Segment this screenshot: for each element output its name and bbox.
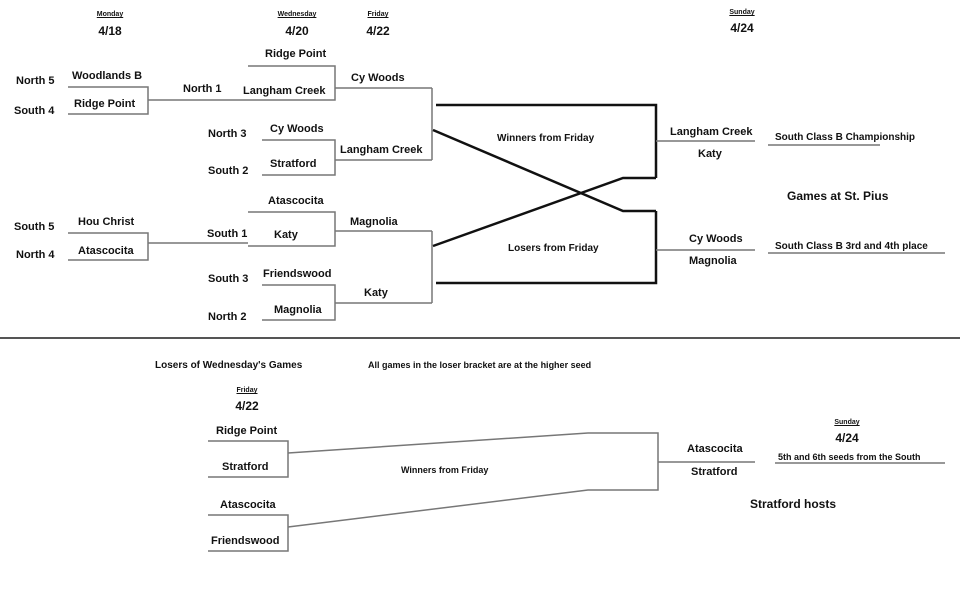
friday-team: Langham Creek	[340, 144, 423, 156]
sunday-team: Langham Creek	[670, 126, 753, 138]
sunday-label: Sunday	[729, 9, 755, 16]
wednesday-label: Wednesday	[277, 11, 317, 18]
loser-bracket-note: All games in the loser bracket are at th…	[368, 360, 592, 370]
friday-team: Cy Woods	[351, 72, 405, 84]
seed-north2: North 2	[208, 311, 247, 323]
sunday-team: Cy Woods	[689, 233, 743, 245]
loser-final-team: Atascocita	[687, 443, 743, 455]
venue-label: Games at St. Pius	[787, 189, 889, 203]
seed-north5: North 5	[16, 75, 55, 87]
seed-north1: North 1	[183, 83, 222, 95]
sunday-date: 4/24	[730, 21, 754, 35]
wednesday-team: Cy Woods	[270, 123, 324, 135]
monday-date: 4/18	[98, 24, 122, 38]
seed-south1: South 1	[207, 228, 248, 240]
third-place-label: South Class B 3rd and 4th place	[775, 241, 928, 252]
seed-south2: South 2	[208, 165, 249, 177]
monday-team: Woodlands B	[72, 70, 143, 82]
seed-south4: South 4	[14, 105, 55, 117]
loser-team: Ridge Point	[216, 425, 278, 437]
winners-from-friday-label: Winners from Friday	[497, 133, 595, 144]
friday-date: 4/22	[366, 24, 390, 38]
monday-team: Atascocita	[78, 245, 134, 257]
friday-label: Friday	[367, 11, 389, 18]
loser-final-label: 5th and 6th seeds from the South	[778, 452, 921, 462]
seed-north3: North 3	[208, 128, 247, 140]
sunday-team: Katy	[698, 148, 722, 160]
wednesday-team: Magnolia	[274, 304, 322, 316]
loser-sunday-label: Sunday	[834, 419, 860, 426]
seed-south5: South 5	[14, 221, 55, 233]
wednesday-team: Langham Creek	[243, 85, 326, 97]
sunday-team: Magnolia	[689, 255, 737, 267]
wednesday-team: Stratford	[270, 158, 317, 170]
monday-team: Ridge Point	[74, 98, 136, 110]
wednesday-team: Ridge Point	[265, 48, 327, 60]
wednesday-team: Katy	[274, 229, 298, 241]
loser-sunday-date: 4/24	[835, 431, 859, 445]
friday-team: Katy	[364, 287, 388, 299]
loser-team: Atascocita	[220, 499, 276, 511]
loser-team: Stratford	[222, 461, 269, 473]
loser-friday-label: Friday	[236, 387, 258, 394]
loser-friday-date: 4/22	[235, 399, 259, 413]
wednesday-date: 4/20	[285, 24, 309, 38]
championship-label: South Class B Championship	[775, 132, 916, 143]
monday-team: Hou Christ	[78, 216, 135, 228]
seed-south3: South 3	[208, 273, 249, 285]
seed-north4: North 4	[16, 249, 55, 261]
loser-bracket-title: Losers of Wednesday's Games	[155, 360, 303, 371]
wednesday-team: Atascocita	[268, 195, 324, 207]
loser-winners-label: Winners from Friday	[401, 465, 489, 475]
host-label: Stratford hosts	[750, 497, 837, 511]
loser-team: Friendswood	[211, 535, 280, 547]
wednesday-team: Friendswood	[263, 268, 332, 280]
loser-final-team: Stratford	[691, 466, 738, 478]
monday-label: Monday	[96, 11, 124, 18]
losers-from-friday-label: Losers from Friday	[508, 243, 599, 254]
friday-team: Magnolia	[350, 216, 398, 228]
